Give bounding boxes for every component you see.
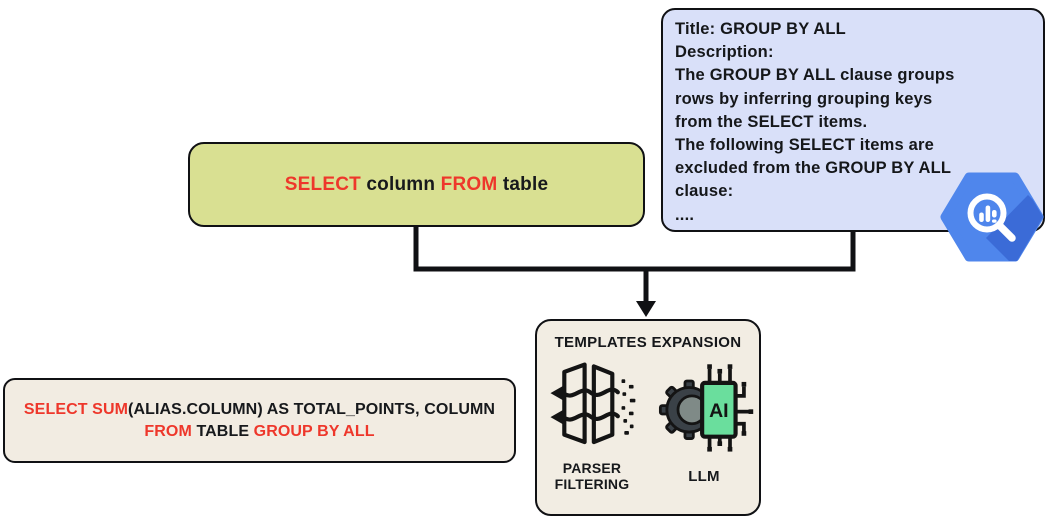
templates-expansion-box: TEMPLATES EXPANSION xyxy=(535,319,761,516)
llm-column: AI LLM xyxy=(652,359,756,485)
arrowhead-icon xyxy=(636,301,656,317)
groupby-doc-text: Title: GROUP BY ALL Description: The GRO… xyxy=(675,20,955,224)
parser-filtering-label: PARSER FILTERING xyxy=(554,460,630,492)
select-list-tokens: (ALIAS.COLUMN) AS TOTAL_POINTS, COLUMN xyxy=(128,401,496,418)
ai-chip-label: AI xyxy=(709,400,729,422)
select-query-text: SELECT column FROM table xyxy=(285,174,548,196)
groupby-doc-box: Title: GROUP BY ALL Description: The GRO… xyxy=(661,8,1045,232)
parser-filtering-icon xyxy=(550,362,636,445)
expanded-query-box: SELECT SUM(ALIAS.COLUMN) AS TOTAL_POINTS… xyxy=(3,378,516,463)
expanded-query-line1: SELECT SUM(ALIAS.COLUMN) AS TOTAL_POINTS… xyxy=(24,399,495,421)
parser-filtering-column: PARSER FILTERING xyxy=(540,359,644,492)
table-token: table xyxy=(502,173,549,195)
keyword-select: SELECT xyxy=(284,173,367,195)
table-token: TABLE xyxy=(191,422,254,440)
expanded-query-line2: FROM TABLE GROUP BY ALL xyxy=(144,421,374,443)
keyword-from: FROM xyxy=(144,422,192,440)
keyword-select-sum: SELECT SUM xyxy=(23,401,129,418)
templates-expansion-icons: PARSER FILTERING xyxy=(540,359,756,492)
llm-chip-icon: AI xyxy=(658,364,754,452)
templates-expansion-title: TEMPLATES EXPANSION xyxy=(554,334,742,351)
keyword-group-by-all: GROUP BY ALL xyxy=(253,422,375,440)
llm-label: LLM xyxy=(688,468,720,485)
bigquery-icon xyxy=(940,172,1044,262)
keyword-from: FROM xyxy=(440,173,503,195)
column-token: column xyxy=(366,173,441,195)
select-query-box: SELECT column FROM table xyxy=(188,142,645,227)
bar-chart-glyph xyxy=(979,205,997,223)
